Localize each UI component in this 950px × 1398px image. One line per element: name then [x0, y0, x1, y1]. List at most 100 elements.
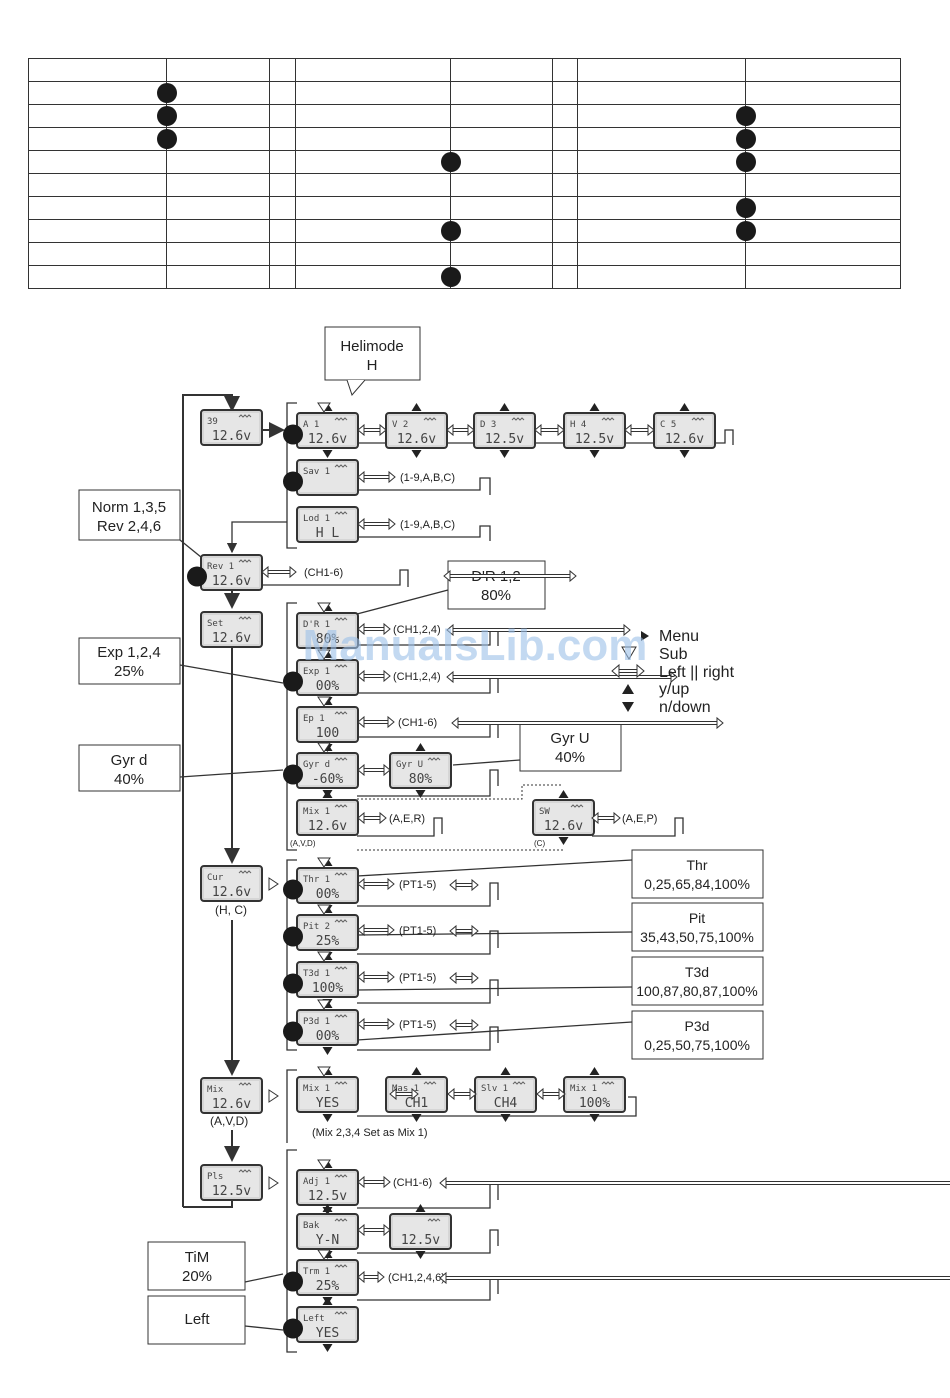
lcd-top-text: Mas 1 — [392, 1084, 419, 1094]
lcd-value-text: 12.6v — [212, 1097, 251, 1112]
marker-dot-icon — [283, 879, 303, 900]
legend-sub: Sub — [659, 646, 688, 663]
marker-dot-icon — [157, 106, 177, 126]
norm-rev-callout: Norm 1,3,5 Rev 2,4,6 — [78, 489, 181, 541]
table-cell — [577, 265, 746, 289]
left-right-arrow-icon — [357, 1270, 385, 1284]
legend-menu: Menu — [659, 628, 699, 645]
table-cell — [295, 265, 461, 289]
lcd-top-text: Ep 1 — [303, 714, 325, 724]
up-triangle-icon — [411, 1067, 422, 1075]
lcd-gyru: Gyr U80% — [389, 743, 452, 798]
legend-up: y/up — [659, 681, 689, 698]
left-right-arrow-icon — [446, 623, 631, 637]
lcd-top-text: Pls — [207, 1172, 223, 1182]
down-hollow-triangle-icon — [621, 646, 637, 660]
table-cell — [577, 219, 756, 243]
table-cell — [745, 104, 901, 128]
left-right-arrow-icon — [446, 423, 475, 437]
up-triangle-icon — [558, 790, 569, 798]
left-right-arrow-icon — [357, 923, 395, 937]
lcd-bakv: 12.5v — [389, 1204, 452, 1259]
lcd-value-text: 100 — [316, 726, 339, 741]
table-cell — [295, 81, 451, 105]
marker-dot-icon — [283, 671, 303, 692]
lcd-rev: Rev 112.6v — [187, 554, 263, 591]
gyrd-value: 40% — [114, 771, 144, 788]
up-triangle-icon — [500, 1067, 511, 1075]
table-cell — [552, 81, 578, 105]
marker-dot-icon — [736, 198, 756, 218]
down-triangle-icon — [322, 450, 333, 458]
left-right-arrow-icon — [449, 971, 479, 985]
lcd-top-text: Cur — [207, 873, 224, 883]
left-right-arrow-icon — [357, 622, 391, 636]
lcd-top-text: D'R 1 — [303, 620, 330, 630]
lcd-top-text: T3d 1 — [303, 969, 330, 979]
left-right-arrow-icon — [357, 811, 387, 825]
norm-label: Norm 1,3,5 — [92, 499, 166, 516]
table-cell — [745, 173, 901, 197]
table-cell — [745, 242, 901, 266]
left-right-arrow-icon — [439, 1271, 950, 1285]
down-hollow-triangle-icon — [317, 904, 331, 915]
dr-value: 80% — [481, 587, 511, 604]
left-right-arrow-icon — [357, 970, 395, 984]
down-hollow-triangle-icon — [317, 1066, 331, 1077]
lcd-top-text: Thr 1 — [303, 875, 330, 885]
down-hollow-triangle-icon — [317, 857, 331, 868]
lcd-value-text: H L — [316, 526, 340, 541]
range-label: (A,E,P) — [622, 813, 657, 825]
lcd-top-text: C 5 — [660, 420, 676, 430]
up-triangle-icon — [322, 1204, 333, 1212]
left-callout: Left — [147, 1295, 246, 1345]
table-cell — [295, 127, 451, 151]
table-cell — [28, 265, 167, 289]
table-cell — [552, 173, 578, 197]
up-triangle-icon — [679, 403, 690, 411]
marker-dot-icon — [736, 221, 756, 241]
left-right-arrow-icon — [449, 1018, 479, 1032]
marker-dot-icon — [283, 1271, 303, 1292]
range-label: (1-9,A,B,C) — [400, 519, 455, 531]
up-triangle-icon — [499, 403, 510, 411]
table-cell — [269, 265, 296, 289]
lcd-pit: Pit 225% — [283, 904, 359, 960]
left-right-arrow-icon — [357, 423, 387, 437]
left-right-arrow-icon — [447, 1087, 477, 1101]
table-row — [28, 265, 901, 289]
down-hollow-triangle-icon — [317, 402, 331, 413]
lcd-top-text: Mix 1 — [303, 807, 330, 817]
left-right-arrow-icon — [389, 1087, 419, 1101]
down-triangle-icon — [322, 1114, 333, 1122]
helimode-value: H — [367, 357, 378, 374]
left-right-arrow-icon — [534, 423, 565, 437]
range-label: (A,V,D) — [210, 1114, 248, 1128]
lcd-top-text: Mix 1 — [303, 1084, 330, 1094]
table-row — [28, 173, 901, 197]
t3d-value: 100,87,80,87,100% — [636, 983, 757, 999]
marker-dot-icon — [736, 106, 756, 126]
right-hollow-triangle-icon — [268, 877, 279, 891]
lcd-top-text: Trm 1 — [303, 1267, 330, 1277]
lcd-top-text: Exp 1 — [303, 667, 330, 677]
down-hollow-triangle-icon — [317, 951, 331, 962]
lcd-value-text: 12.6v — [212, 631, 251, 646]
marker-dot-icon — [157, 129, 177, 149]
watermark: ManualsLib.com — [303, 621, 648, 670]
exp-value: 25% — [114, 663, 144, 680]
marker-dot-icon — [157, 83, 177, 103]
down-hollow-triangle-icon — [317, 602, 331, 613]
lcd-top-text: Mix 1 — [570, 1084, 597, 1094]
lcd-value-text: YES — [316, 1096, 339, 1111]
table-cell — [269, 173, 296, 197]
lcd-top-text: Left — [303, 1314, 325, 1324]
lcd-top-text: SW — [539, 807, 550, 817]
lcd-sav: Sav 1 — [283, 459, 359, 496]
table-cell — [745, 81, 901, 105]
lcd-top-text: A 1 — [303, 420, 319, 430]
lcd-top-text: D 3 — [480, 420, 496, 430]
